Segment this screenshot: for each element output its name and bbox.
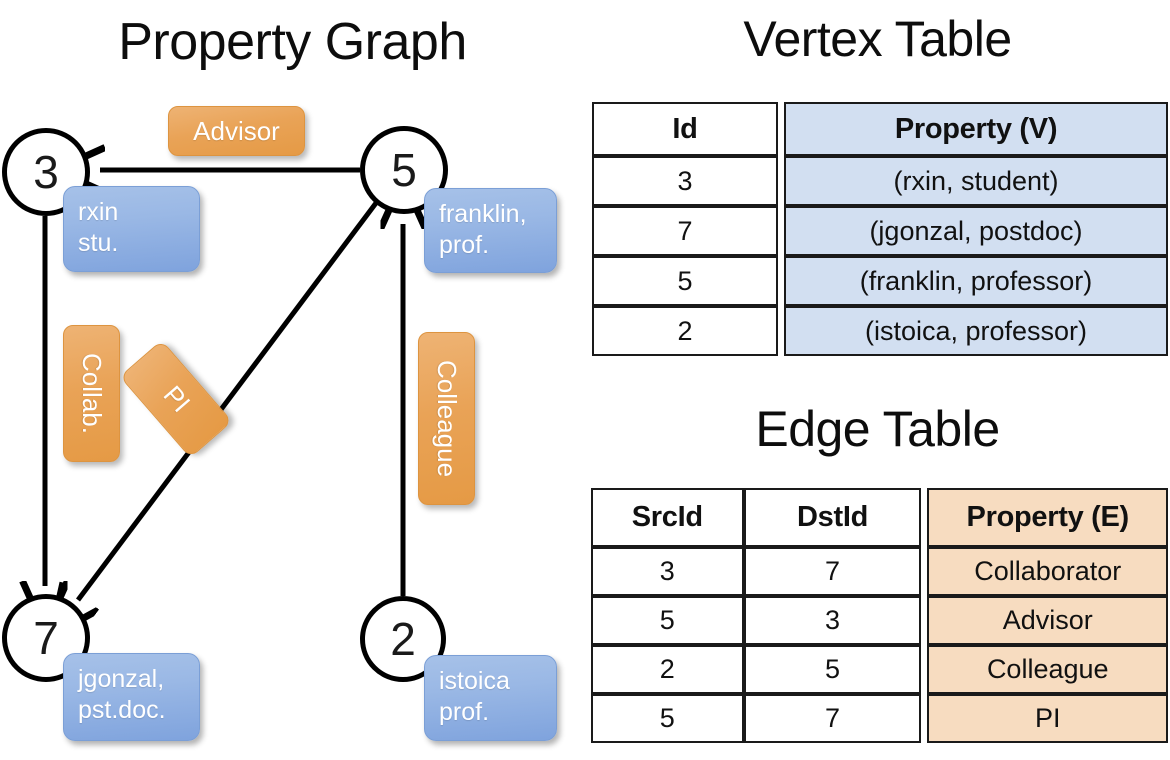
table-header-row: Id Property (V)	[592, 102, 1168, 156]
cell-property: Collaborator	[927, 547, 1168, 596]
vertex-property-line-1: istoica	[439, 667, 510, 695]
edge-table: SrcId DstId Property (E) 3 7 Collaborato…	[591, 488, 1168, 743]
vertex-property-box-jgonzal[interactable]: jgonzal, pst.doc.	[63, 653, 200, 741]
vertex-table: Id Property (V) 3 (rxin, student) 7 (jgo…	[592, 102, 1168, 356]
vertex-property-box-rxin[interactable]: rxin stu.	[63, 186, 200, 272]
cell-srcid: 2	[591, 645, 744, 694]
table-row: 3 (rxin, student)	[592, 156, 1168, 206]
vertex-property-line-2: stu.	[78, 229, 119, 258]
column-header-property: Property (E)	[927, 488, 1168, 547]
vertex-property-line-1: jgonzal,	[78, 665, 165, 693]
vertex-property-line-1: rxin	[78, 198, 119, 226]
cell-srcid: 3	[591, 547, 744, 596]
table-row: 5 (franklin, professor)	[592, 256, 1168, 306]
cell-dstid: 3	[743, 596, 922, 645]
cell-id: 5	[592, 256, 778, 306]
table-row: 5 3 Advisor	[591, 596, 1168, 645]
section-title-edge-table: Edge Table	[755, 401, 1000, 457]
table-header-row: SrcId DstId Property (E)	[591, 488, 1168, 547]
vertex-property-line-2: prof.	[439, 231, 490, 260]
cell-property: PI	[927, 694, 1168, 743]
vertex-property-line-2: pst.doc.	[78, 696, 166, 725]
table-row: 2 (istoica, professor)	[592, 306, 1168, 356]
cell-property: Advisor	[927, 596, 1168, 645]
cell-id: 3	[592, 156, 778, 206]
table-row: 5 7 PI	[591, 694, 1168, 743]
table-row: 3 7 Collaborator	[591, 547, 1168, 596]
section-title-vertex-table: Vertex Table	[743, 11, 1012, 67]
cell-id: 7	[592, 206, 778, 256]
column-header-dstid: DstId	[743, 488, 922, 547]
cell-srcid: 5	[591, 596, 744, 645]
vertex-property-line-2: prof.	[439, 698, 490, 727]
column-header-property: Property (V)	[784, 102, 1168, 156]
cell-dstid: 7	[743, 547, 922, 596]
vertex-property-box-istoica[interactable]: istoica prof.	[424, 655, 557, 741]
cell-property: (franklin, professor)	[784, 256, 1168, 306]
table-row: 7 (jgonzal, postdoc)	[592, 206, 1168, 256]
vertex-property-box-franklin[interactable]: franklin, prof.	[424, 188, 557, 273]
cell-property: (jgonzal, postdoc)	[784, 206, 1168, 256]
cell-property: (istoica, professor)	[784, 306, 1168, 356]
page-title-property-graph: Property Graph	[118, 13, 467, 71]
cell-dstid: 5	[743, 645, 922, 694]
edge-5-to-7	[78, 201, 378, 600]
vertex-node-2[interactable]: 2	[360, 596, 446, 682]
cell-dstid: 7	[743, 694, 922, 743]
vertex-node-5[interactable]: 5	[360, 126, 448, 214]
cell-srcid: 5	[591, 694, 744, 743]
cell-property: (rxin, student)	[784, 156, 1168, 206]
column-header-srcid: SrcId	[591, 488, 744, 547]
column-header-id: Id	[592, 102, 778, 156]
vertex-property-line-1: franklin,	[439, 200, 527, 228]
edge-label-colleague[interactable]: Colleague	[418, 332, 475, 505]
edge-label-advisor[interactable]: Advisor	[168, 106, 305, 156]
edge-label-collab[interactable]: Collab.	[63, 325, 120, 462]
cell-property: Colleague	[927, 645, 1168, 694]
cell-id: 2	[592, 306, 778, 356]
table-row: 2 5 Colleague	[591, 645, 1168, 694]
property-graph-diagram: 3 5 7 2 rxin stu. franklin, prof. jgonza…	[0, 0, 585, 760]
graph-edge-lines	[0, 0, 585, 760]
